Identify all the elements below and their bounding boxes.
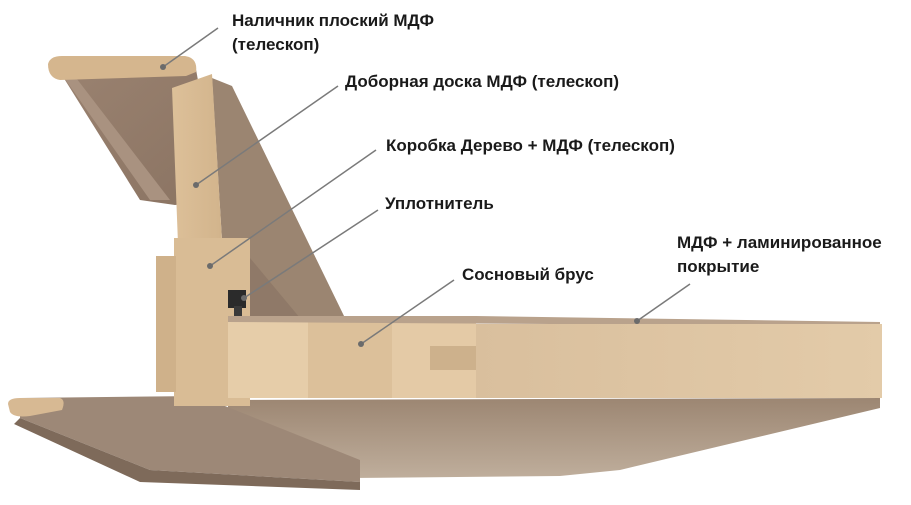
label-trim-line1: Наличник плоский МДФ bbox=[232, 11, 434, 30]
pointer-extension bbox=[195, 85, 339, 186]
top-trim-inner bbox=[60, 70, 170, 200]
frame-box-groove bbox=[156, 256, 176, 392]
dot-extension bbox=[193, 182, 199, 188]
dot-trim bbox=[160, 64, 166, 70]
extension-board-edge bbox=[172, 74, 222, 244]
label-extension-board: Доборная доска МДФ (телескоп) bbox=[345, 72, 620, 91]
pointer-trim bbox=[162, 27, 219, 68]
door-panel-underside bbox=[228, 398, 880, 478]
lower-trim-top bbox=[20, 396, 360, 482]
pointer-mdf bbox=[636, 283, 691, 322]
lower-trim-edge bbox=[8, 398, 64, 417]
mdf-panel-body bbox=[476, 324, 882, 398]
label-seal: Уплотнитель bbox=[385, 194, 494, 213]
mdf-panel-top bbox=[228, 316, 880, 326]
pointer-frame bbox=[209, 149, 377, 267]
pointer-seal bbox=[243, 209, 379, 299]
dot-mdf bbox=[634, 318, 640, 324]
pointer-pine bbox=[360, 279, 455, 345]
label-frame-box: Коробка Дерево + МДФ (телескоп) bbox=[386, 136, 675, 155]
label-trim-line2: (телескоп) bbox=[232, 35, 320, 54]
top-trim-edge bbox=[48, 56, 197, 80]
lower-trim-face bbox=[14, 418, 360, 490]
pine-lamella-1 bbox=[228, 318, 308, 398]
label-mdf-line2: покрытие bbox=[677, 257, 760, 276]
pine-lamella-2 bbox=[308, 318, 392, 398]
frame-box-face bbox=[236, 246, 300, 330]
seal-strip bbox=[228, 290, 246, 308]
label-pine-beam: Сосновый брус bbox=[462, 265, 594, 284]
seal-lip bbox=[234, 306, 242, 322]
dot-seal bbox=[241, 295, 247, 301]
dot-frame bbox=[207, 263, 213, 269]
pine-block-tongue bbox=[430, 346, 482, 370]
label-mdf-line1: МДФ + ламинированное bbox=[677, 233, 882, 252]
pointer-lines bbox=[162, 27, 691, 345]
pointer-dots bbox=[160, 64, 640, 347]
dot-pine bbox=[358, 341, 364, 347]
